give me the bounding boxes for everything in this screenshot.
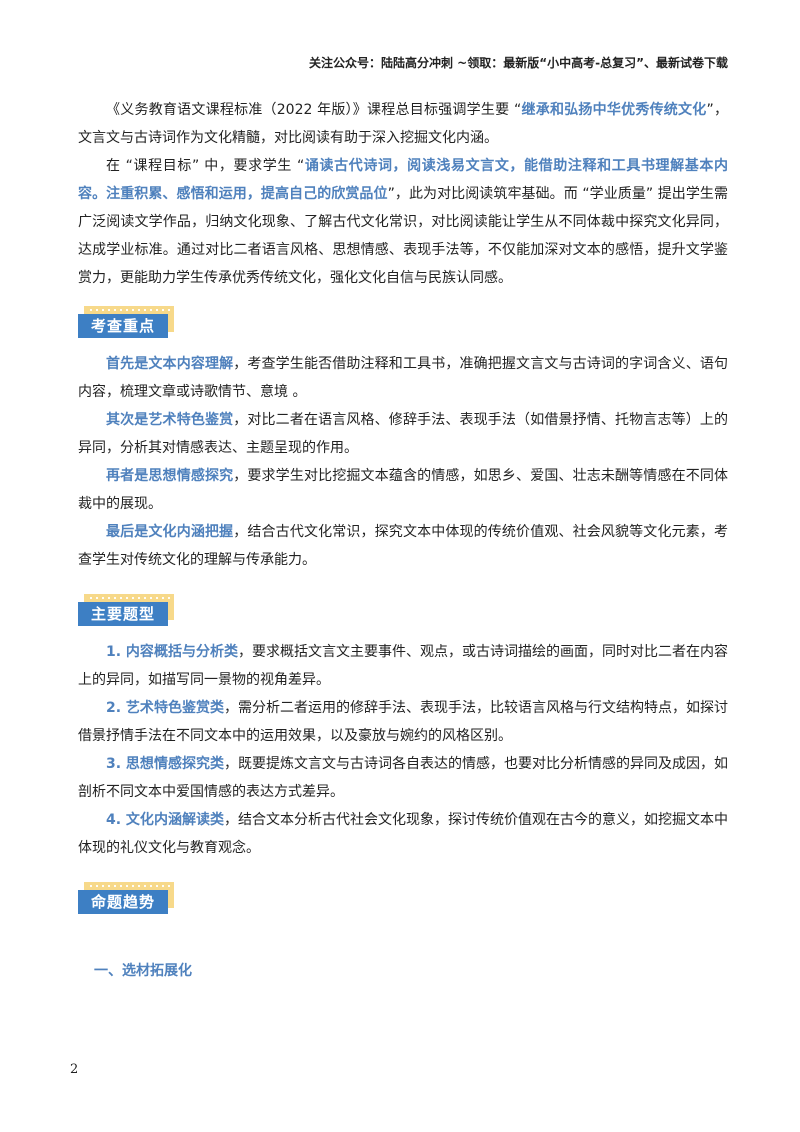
intro-paragraph-2: 在 “课程目标” 中，要求学生 “诵读古代诗词，阅读浅易文言文，能借助注释和工具…: [78, 152, 728, 292]
focus-item-4-highlight: 最后是文化内涵把握: [106, 524, 234, 540]
focus-item-1-highlight: 首先是文本内容理解: [106, 356, 234, 372]
focus-item-2-text: ，对比二者在语言风格、修辞手法、表现手法（如借景抒情、托物言志等）上的异同，分析…: [78, 412, 729, 456]
section-badge-types: 主要题型: [78, 594, 174, 628]
focus-item-1: 首先是文本内容理解，考查学生能否借助注释和工具书，准确把握文言文与古诗词的字词含…: [78, 350, 728, 406]
type-item-1-highlight: 1. 内容概括与分析类: [106, 644, 238, 660]
intro-p1-highlight: 继承和弘扬中华优秀传统文化: [521, 102, 707, 118]
type-item-3-highlight: 3. 思想情感探究类: [106, 756, 224, 772]
type-item-2: 2. 艺术特色鉴赏类，需分析二者运用的修辞手法、表现手法，比较语言风格与行文结构…: [78, 694, 728, 750]
header-note: 关注公众号：陆陆高分冲刺 ~领取：最新版“小中高考-总复习”、最新试卷下载: [309, 56, 728, 70]
intro-p2-highlight: 诵读古代诗词，阅读浅易文言文，能借助注释和工具书理解基本内容。注重积累、感悟和运…: [78, 158, 729, 202]
type-item-4: 4. 文化内涵解读类，结合文本分析古代社会文化现象，探讨传统价值观在古今的意义，…: [78, 806, 728, 862]
type-item-2-highlight: 2. 艺术特色鉴赏类: [106, 700, 224, 716]
focus-item-3: 再者是思想情感探究，要求学生对比挖掘文本蕴含的情感，如思乡、爱国、壮志未酬等情感…: [78, 462, 728, 518]
focus-item-1-text: ，考查学生能否借助注释和工具书，准确把握文言文与古诗词的字词含义、语句内容，梳理…: [78, 356, 729, 400]
focus-item-2: 其次是艺术特色鉴赏，对比二者在语言风格、修辞手法、表现手法（如借景抒情、托物言志…: [78, 406, 728, 462]
section-title-types: 主要题型: [78, 602, 168, 626]
intro-p2-text-b: ”，此为对比阅读筑牢基础。而 “学业质量” 提出学生需广泛阅读文学作品，归纳文化…: [78, 186, 728, 286]
intro-paragraph-1: 《义务教育语文课程标准（2022 年版）》课程总目标强调学生要 “继承和弘扬中华…: [78, 96, 728, 152]
type-item-1: 1. 内容概括与分析类，要求概括文言文主要事件、观点，或古诗词描绘的画面，同时对…: [78, 638, 728, 694]
section-badge-focus: 考查重点: [78, 306, 174, 340]
intro-p1-text-b: ”，文言文与古诗词作为文化精髓，对比阅读有助于深入挖掘文化内涵。: [78, 102, 729, 146]
section-title-focus: 考查重点: [78, 314, 168, 338]
type-item-3-text: ，既要提炼文言文与古诗词各自表达的情感，也要对比分析情感的异同及成因，如剖析不同…: [78, 756, 729, 800]
focus-item-4: 最后是文化内涵把握，结合古代文化常识，探究文本中体现的传统价值观、社会风貌等文化…: [78, 518, 728, 574]
type-item-4-highlight: 4. 文化内涵解读类: [106, 812, 224, 828]
type-item-3: 3. 思想情感探究类，既要提炼文言文与古诗词各自表达的情感，也要对比分析情感的异…: [78, 750, 728, 806]
intro-p1-text-a: 《义务教育语文课程标准（2022 年版）》课程总目标强调学生要 “: [106, 102, 522, 118]
type-item-1-text: ，要求概括文言文主要事件、观点，或古诗词描绘的画面，同时对比二者在内容上的异同，…: [78, 644, 729, 688]
focus-item-3-highlight: 再者是思想情感探究: [106, 468, 234, 484]
section-title-trend: 命题趋势: [78, 890, 168, 914]
type-item-4-text: ，结合文本分析古代社会文化现象，探讨传统价值观在古今的意义，如挖掘文本中体现的礼…: [78, 812, 729, 856]
sub-heading-material: 一、选材拓展化: [94, 963, 192, 979]
focus-item-2-highlight: 其次是艺术特色鉴赏: [106, 412, 234, 428]
type-item-2-text: ，需分析二者运用的修辞手法、表现手法，比较语言风格与行文结构特点，如探讨借景抒情…: [78, 700, 729, 744]
page-number: 2: [70, 1062, 79, 1077]
section-badge-trend: 命题趋势: [78, 882, 174, 916]
intro-p2-text-a: 在 “课程目标” 中，要求学生 “: [106, 158, 305, 174]
focus-item-4-text: ，结合古代文化常识，探究文本中体现的传统价值观、社会风貌等文化元素，考查学生对传…: [78, 524, 729, 568]
page-content: 《义务教育语文课程标准（2022 年版）》课程总目标强调学生要 “继承和弘扬中华…: [78, 96, 728, 980]
focus-item-3-text: ，要求学生对比挖掘文本蕴含的情感，如思乡、爱国、壮志未酬等情感在不同体裁中的展现…: [78, 468, 729, 512]
